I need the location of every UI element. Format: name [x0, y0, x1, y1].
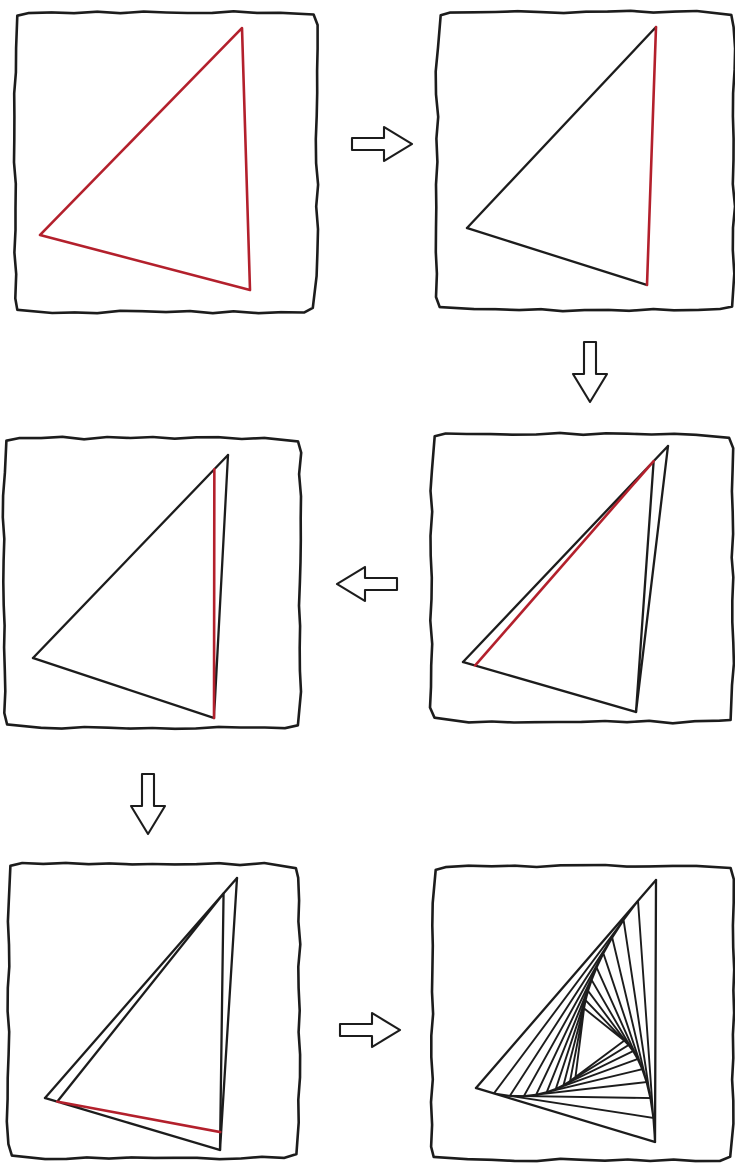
triangle-side [655, 880, 656, 1142]
